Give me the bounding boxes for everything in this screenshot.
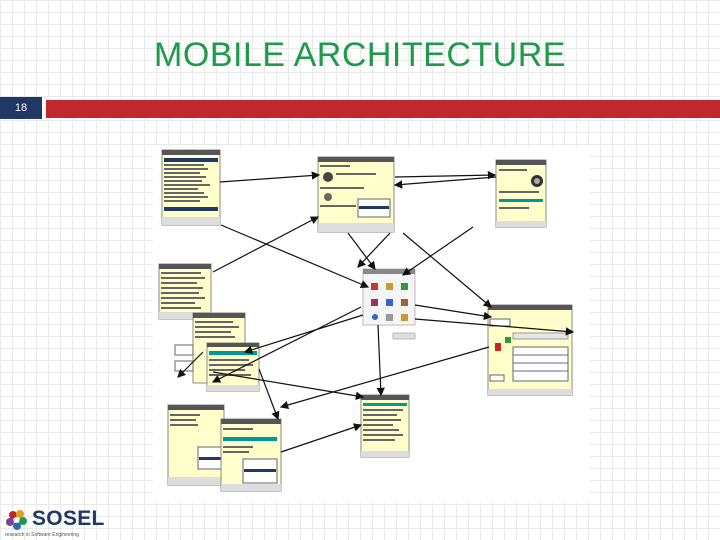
phone-screen-1: [161, 149, 221, 226]
phone-screen-5: [174, 312, 260, 392]
logo-name: SOSEL: [32, 507, 105, 530]
architecture-diagram: [153, 147, 590, 503]
phone-screen-8: [360, 394, 410, 458]
sosel-flower-icon: [6, 510, 27, 530]
phone-screen-3: [495, 159, 547, 228]
phone-screen-6: [167, 404, 229, 486]
central-hub-icons: [362, 268, 416, 340]
diagram-svg: [158, 149, 575, 492]
phone-screen-4: [158, 263, 212, 320]
slide-title: MOBILE ARCHITECTURE: [154, 36, 566, 74]
logo-tagline: research in Software Engineering: [5, 532, 79, 538]
title-bar: [46, 100, 720, 118]
phone-screen-2: [317, 156, 395, 233]
phone-screen-7: [220, 418, 282, 492]
sosel-logo: SOSEL research in Software Engineering: [4, 505, 124, 539]
flow-arrows: [177, 170, 575, 453]
phone-screen-9: [487, 304, 573, 396]
slide-number: 18: [0, 97, 42, 119]
